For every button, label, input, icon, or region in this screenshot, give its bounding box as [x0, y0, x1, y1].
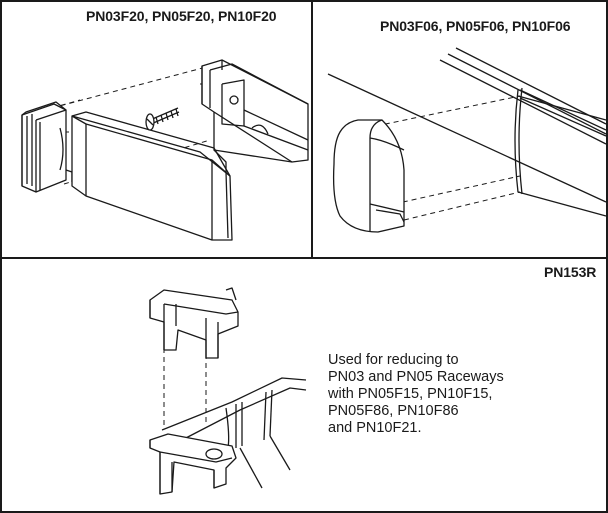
description-line: PN05F86, PN10F86: [328, 403, 459, 419]
end-cap-drawing: [327, 47, 607, 233]
reducer-clip-drawing: [149, 287, 307, 495]
description-line: and PN10F21.: [328, 420, 422, 436]
description-line: PN03 and PN05 Raceways: [328, 369, 504, 385]
part-number-label-bottom: PN153R: [544, 264, 597, 280]
description-line: Used for reducing to: [328, 352, 459, 368]
end-fitting-drawing: [21, 59, 309, 241]
part-number-label-top-left: PN03F20, PN05F20, PN10F20: [86, 8, 277, 24]
part-number-label-top-right: PN03F06, PN05F06, PN10F06: [380, 18, 571, 34]
description-line: with PN05F15, PN10F15,: [328, 386, 493, 402]
reducer-description: Used for reducing to PN03 and PN05 Racew…: [328, 352, 504, 437]
